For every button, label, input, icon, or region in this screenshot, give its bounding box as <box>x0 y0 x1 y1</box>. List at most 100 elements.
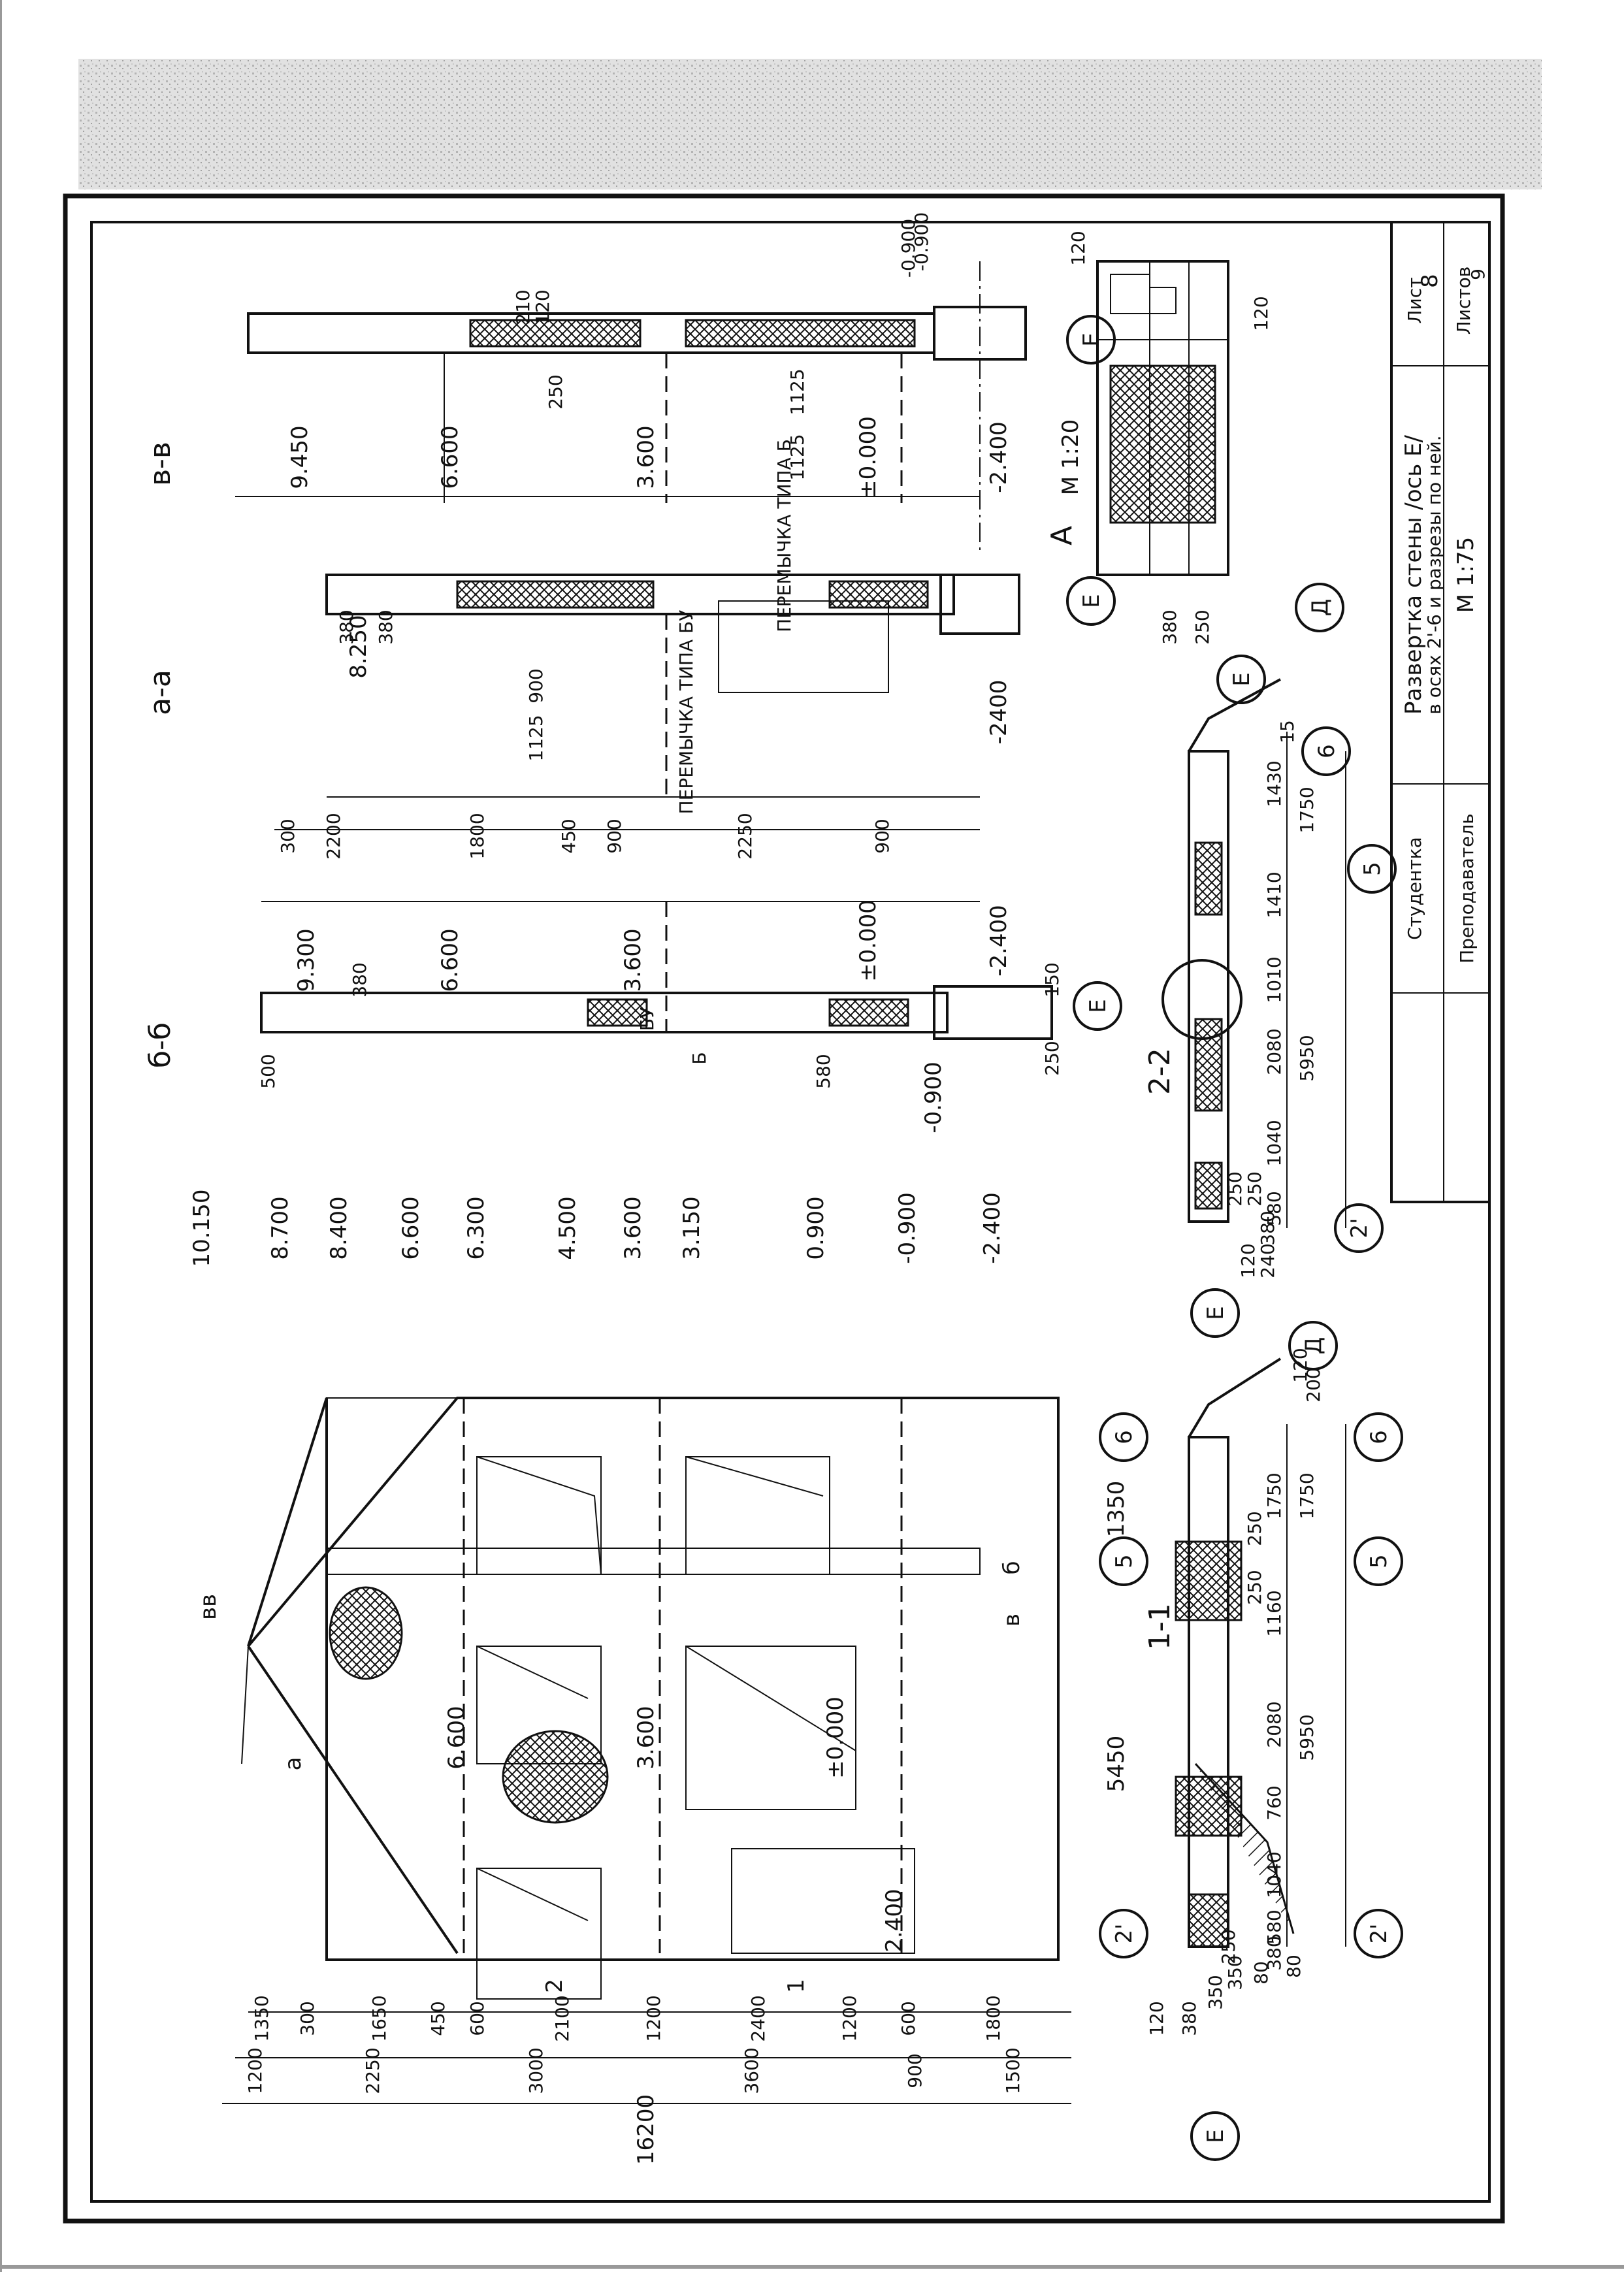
aa-dim-1125: 1125 <box>525 715 547 761</box>
elev-mark-2400: 2.400 <box>881 1889 907 1952</box>
p11-small-350b: 350 <box>1205 1975 1226 2009</box>
dd-label-bu: БУ <box>636 1007 658 1031</box>
section-bb: 9.450 6.600 3.600 ±0.000 -2.400 -0.900 2… <box>235 212 1027 632</box>
detail-dim-120a: 120 <box>1067 231 1089 265</box>
outer-frame <box>63 193 1505 2224</box>
p22-small-240: 240 <box>1257 1243 1278 1278</box>
bb-mark-3600: 3.600 <box>633 425 659 489</box>
level-6300: 6.300 <box>463 1196 489 1259</box>
level-6600: 6.600 <box>398 1196 424 1259</box>
p11-dim-1040: 1040 <box>1263 1851 1285 1898</box>
p22-dim-580: 580 <box>1263 1191 1285 1225</box>
ohd-3000: 3000 <box>525 2047 547 2094</box>
detail-dim-120b: 120 <box>1250 296 1272 331</box>
cut-a: а <box>280 1757 306 1771</box>
axis-bubbles: 2' 5 6 2' 5 6 Е Д 2' 5 6 Е Д Е Е Е Е <box>1066 315 1403 2161</box>
elev-width-dim: 5450 <box>1103 1736 1129 1793</box>
aa-hdim-900: 900 <box>604 819 625 853</box>
aa-hdim-900b: 900 <box>871 819 893 853</box>
ihd-600: 600 <box>898 2001 919 2036</box>
dd-mark-0000: ±0.000 <box>855 900 881 982</box>
bb-dim-210: 210 <box>512 289 534 324</box>
axis-E-dd: Е <box>1085 999 1111 1013</box>
bb-mark-m2400: -2.400 <box>986 421 1012 493</box>
bb-dim-120: 120 <box>532 289 553 324</box>
p11-dim-axes-1750: 1750 <box>1296 1472 1318 1519</box>
student-label: Студентка <box>1404 837 1425 940</box>
p22-dim-1750: 1750 <box>1296 787 1318 833</box>
teacher-label: Преподаватель <box>1456 813 1478 964</box>
bb-dim-1125-b: 1125 <box>787 434 808 480</box>
aa-mark-8250: 8.250 <box>346 615 372 678</box>
aa-hdim-450: 450 <box>558 819 579 853</box>
ihd-1350: 1350 <box>251 1995 272 2041</box>
section-label-bb: в-в <box>144 442 177 486</box>
ihd-600b: 600 <box>466 2001 488 2036</box>
ihd-450: 450 <box>427 2001 449 2036</box>
axis-E-detail: Е <box>1229 672 1255 686</box>
ohd-3600: 3600 <box>741 2047 762 2094</box>
aa-mark-m2400: -2400 <box>986 680 1012 745</box>
sheet-number: 8 <box>1417 274 1443 288</box>
ihd-1200b: 1200 <box>643 1995 664 2041</box>
bb-dim-250: 250 <box>545 374 566 409</box>
sheet-label: Лист <box>1404 278 1425 324</box>
p11-small-380: 380 <box>1178 2001 1200 2036</box>
level-3150: 3.150 <box>679 1196 705 1259</box>
section-label-dd: б-б <box>144 1022 177 1068</box>
level-0900: 0.900 <box>803 1196 829 1259</box>
ohd-900: 900 <box>904 2053 926 2088</box>
p11-small-80b: 80 <box>1283 1955 1305 1978</box>
axis-5-elev: 5 <box>1111 1554 1137 1568</box>
detail-scale: М 1:20 <box>1058 419 1084 496</box>
cut-b: б <box>999 1561 1025 1575</box>
axis-2p-plan11: 2' <box>1366 1924 1392 1944</box>
p22-small-15: 15 <box>1276 720 1298 743</box>
elev-mark-6600: 6.600 <box>444 1706 470 1769</box>
ihd-2100: 2100 <box>551 1995 573 2041</box>
p22-dim-1410: 1410 <box>1263 871 1285 918</box>
cut-1: 1 <box>783 1979 809 1993</box>
p11-small-250a: 250 <box>1244 1511 1265 1546</box>
title-block: Лист 8 Листов 9 Развертка стены /ось Е/ … <box>1390 221 1491 1203</box>
p22-dim-1010: 1010 <box>1263 956 1285 1003</box>
dd-mark-3600: 3.600 <box>620 928 646 992</box>
dd-dim-580: 580 <box>813 1054 834 1088</box>
cut-vv: вв <box>195 1594 221 1620</box>
p22-small-250b: 250 <box>1244 1171 1265 1206</box>
ihd-1200: 1200 <box>839 1995 860 2041</box>
dd-dim-150: 150 <box>1041 962 1063 997</box>
title-line-1: Развертка стены /ось Е/ <box>1401 434 1427 715</box>
bb-mark-6600: 6.600 <box>437 425 463 489</box>
p11-small-120b: 120 <box>1290 1348 1311 1382</box>
elev-mark-0000: ±0.000 <box>822 1696 849 1779</box>
p11-small-120: 120 <box>1146 2001 1167 2036</box>
dd-mark-m0900: -0.900 <box>920 1062 947 1133</box>
level-10150: 10.150 <box>189 1190 215 1267</box>
bb-lintel-label: ПЕРЕМЫЧКА ТИПА Б <box>773 439 795 632</box>
section-label-aa: а-а <box>144 670 177 715</box>
axis-D-plan22: Д <box>1307 599 1333 617</box>
aa-hdim-2200: 2200 <box>323 813 344 859</box>
dd-dim-380: 380 <box>349 962 370 997</box>
dd-mark-6600: 6.600 <box>437 928 463 992</box>
ohd-1500: 1500 <box>1002 2047 1024 2094</box>
p22-small-380: 380 <box>1257 1210 1278 1245</box>
bb-mark-9450: 9.450 <box>287 425 313 489</box>
levels-column: 10.150 8.700 8.400 6.600 6.300 4.500 3.6… <box>189 1190 1005 1267</box>
level-m0900: -0.900 <box>894 1192 920 1264</box>
p11-small-250c: 250 <box>1218 1929 1239 1964</box>
bb-mark-0000: ±0.000 <box>855 416 881 498</box>
detail-mark-m0900: -0.900 <box>898 219 919 278</box>
dd-mark-m2400: -2.400 <box>986 905 1012 977</box>
ohd-2250: 2250 <box>362 2047 383 2094</box>
sheets-total: 9 <box>1467 268 1489 280</box>
level-8700: 8.700 <box>267 1196 293 1259</box>
ihd-1650: 1650 <box>368 1995 390 2041</box>
bb-mark-m0900: -0.900 <box>911 212 932 271</box>
copy-smudge <box>78 59 1542 189</box>
title-line-2: в осях 2'-6 и разрезы по ней. <box>1423 435 1445 714</box>
detail-dim-250: 250 <box>1192 609 1213 644</box>
aa-dim-380-a: 380 <box>336 609 357 644</box>
ihd-1800: 1800 <box>983 1995 1004 2041</box>
